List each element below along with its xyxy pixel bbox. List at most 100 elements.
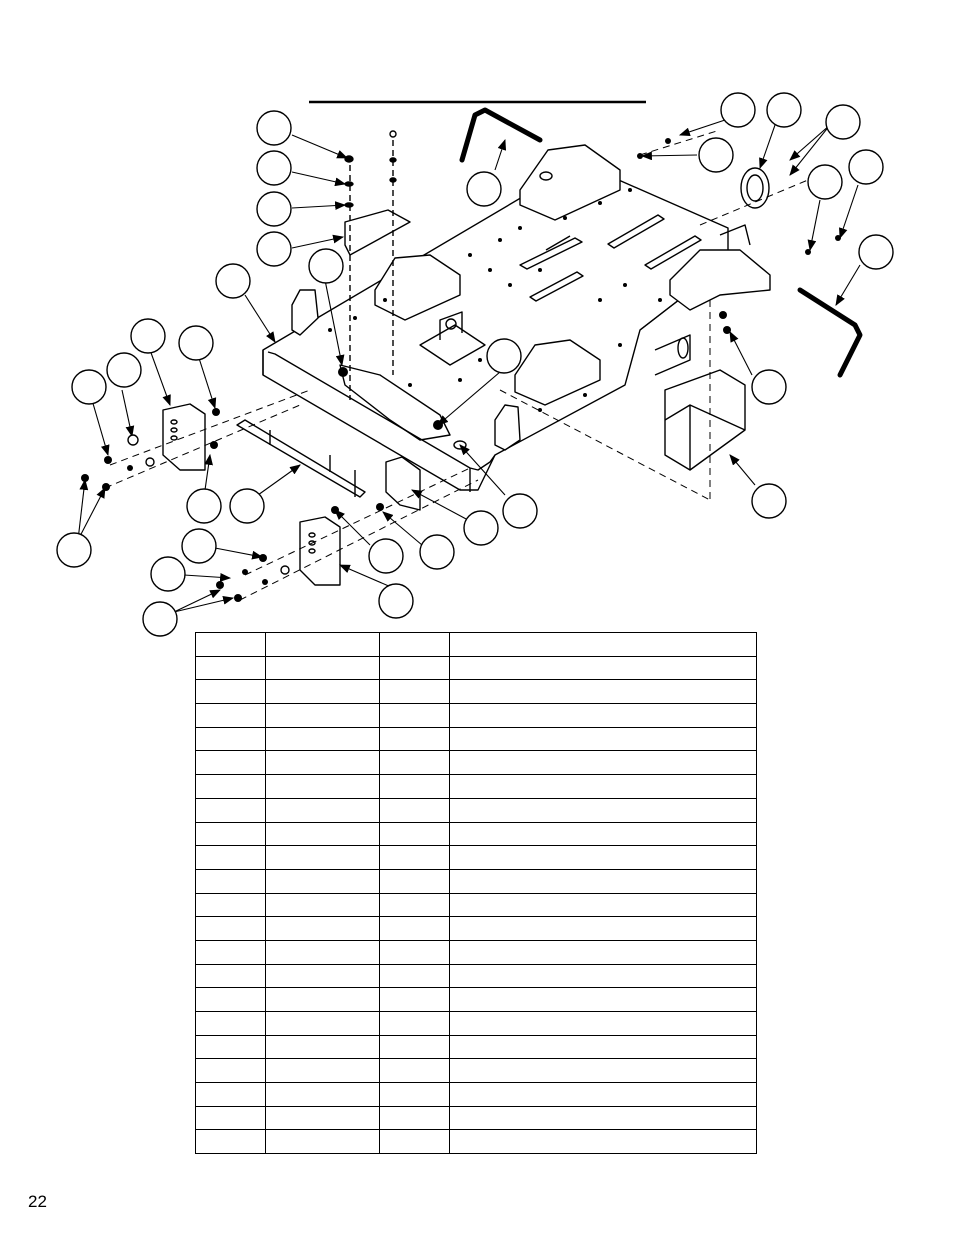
table-cell <box>449 963 757 989</box>
table-cell <box>195 750 266 776</box>
callout-bubble <box>751 369 787 405</box>
cover-plate <box>344 209 411 256</box>
table-cell <box>449 797 757 823</box>
table-cell <box>195 987 266 1012</box>
table-cell <box>379 845 450 870</box>
table-cell <box>265 939 380 965</box>
table-cell <box>379 868 450 894</box>
callout-bubble <box>56 532 92 568</box>
table-row <box>195 821 757 847</box>
table-cell <box>449 1058 757 1084</box>
table-cell <box>265 821 380 847</box>
table-cell <box>265 916 380 941</box>
table-cell <box>195 939 266 965</box>
table-cell <box>449 916 757 941</box>
table-cell <box>265 774 380 799</box>
callout-bubble <box>419 534 455 570</box>
table-row <box>195 1011 757 1036</box>
callout-bubble <box>720 92 756 128</box>
table-cell <box>379 1034 450 1060</box>
front-cross-bar <box>236 419 366 498</box>
callout-bubble <box>858 234 894 270</box>
table-cell <box>265 1011 380 1036</box>
table-cell <box>379 916 450 941</box>
callout-bubble <box>848 149 884 185</box>
table-row <box>195 1105 757 1131</box>
table-cell <box>379 821 450 847</box>
frame-holes <box>328 188 662 412</box>
table-cell <box>195 655 266 681</box>
table-cell <box>379 632 450 657</box>
callout-bubble <box>308 248 344 284</box>
main-frame <box>262 144 771 492</box>
table-row <box>195 797 757 823</box>
table-cell <box>265 1058 380 1084</box>
table-cell <box>195 632 266 657</box>
callout-bubble <box>825 104 861 140</box>
table-cell <box>449 703 757 728</box>
callout-bubble <box>71 369 107 405</box>
table-header-row <box>195 632 757 657</box>
callout-bubble <box>256 110 292 146</box>
table-row <box>195 892 757 918</box>
table-row <box>195 750 757 776</box>
table-cell <box>449 845 757 870</box>
table-cell <box>195 1105 266 1131</box>
callout-bubble <box>130 318 166 354</box>
table-cell <box>379 939 450 965</box>
table-row <box>195 868 757 894</box>
table-cell <box>379 963 450 989</box>
table-row <box>195 1034 757 1060</box>
table-cell <box>449 1034 757 1060</box>
table-cell <box>379 1011 450 1036</box>
table-cell <box>449 1129 757 1155</box>
table-cell <box>379 703 450 728</box>
table-cell <box>195 679 266 705</box>
table-cell <box>265 1105 380 1131</box>
table-cell <box>449 679 757 705</box>
callout-bubbles <box>56 92 894 637</box>
table-cell <box>379 1058 450 1084</box>
table-row <box>195 845 757 870</box>
page-number: 22 <box>28 1192 47 1211</box>
table-row <box>195 963 757 989</box>
table-cell <box>265 655 380 681</box>
table-cell <box>379 655 450 681</box>
table-row <box>195 726 757 752</box>
table-cell <box>195 703 266 728</box>
callout-bubble <box>766 92 802 128</box>
table-cell <box>449 987 757 1012</box>
leader-lines <box>77 119 861 613</box>
table-cell <box>195 726 266 752</box>
callout-bubble <box>186 488 222 524</box>
table-row <box>195 916 757 941</box>
callout-bubble <box>486 338 522 374</box>
table-cell <box>449 750 757 776</box>
exploded-parts-diagram <box>56 92 894 637</box>
table-cell <box>379 750 450 776</box>
callout-bubble <box>502 493 538 529</box>
callout-bubble <box>256 231 292 267</box>
callout-bubble <box>106 352 142 388</box>
table-row <box>195 703 757 728</box>
callout-bubble <box>463 510 499 546</box>
callout-bubble <box>368 538 404 574</box>
callout-bubble <box>256 191 292 227</box>
table-cell <box>195 868 266 894</box>
table-row <box>195 774 757 799</box>
callout-bubble <box>698 137 734 173</box>
callout-bubble <box>807 164 843 200</box>
callout-bubble <box>378 583 414 619</box>
table-cell <box>195 1034 266 1060</box>
table-cell <box>265 632 380 657</box>
table-row <box>195 1058 757 1084</box>
table-cell <box>379 987 450 1012</box>
parts-list-table <box>195 632 757 1155</box>
table-cell <box>379 1105 450 1131</box>
fastener-stacks <box>344 130 397 400</box>
table-cell <box>265 868 380 894</box>
callout-bubble <box>466 171 502 207</box>
table-cell <box>265 1034 380 1060</box>
table-cell <box>265 703 380 728</box>
table-cell <box>195 1058 266 1084</box>
